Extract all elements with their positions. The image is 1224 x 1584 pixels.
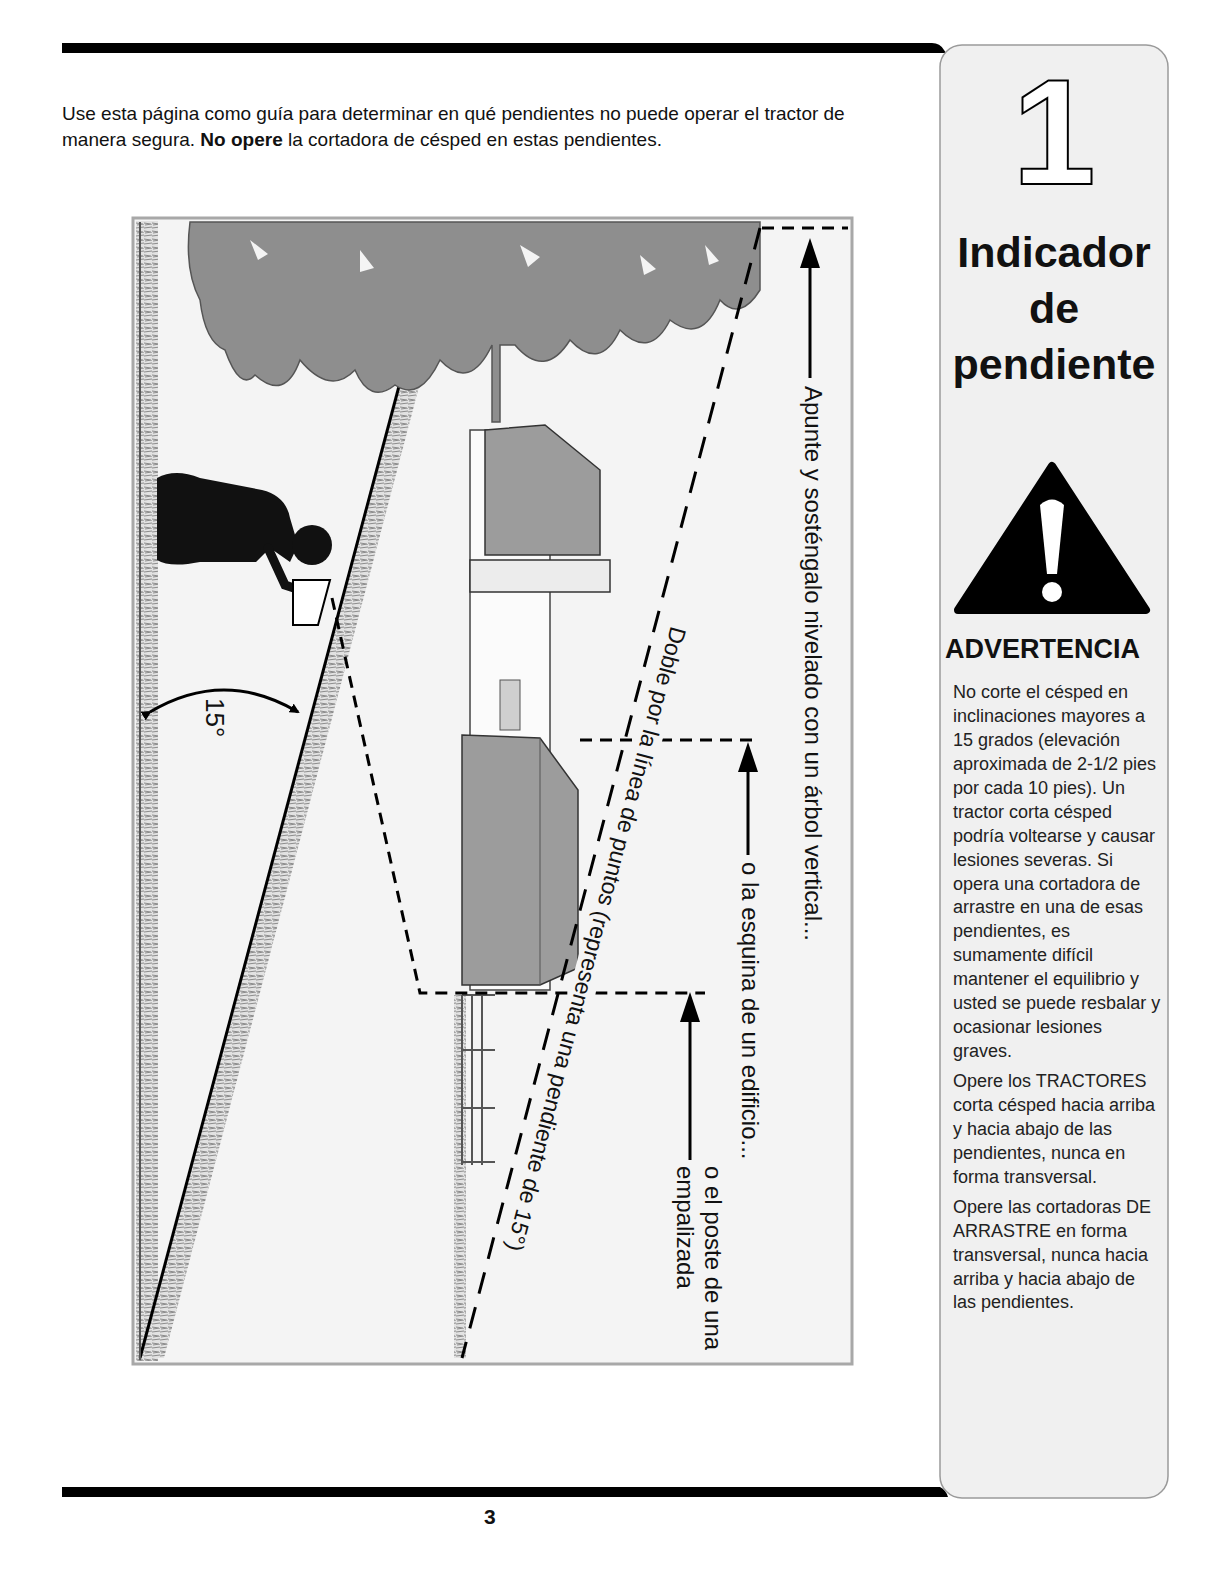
tree [188,222,760,422]
exclamation-dot [1042,582,1062,602]
warning-body: No corte el césped en inclinaciones mayo… [953,681,1161,1321]
tree-gaps [250,240,719,275]
warning-heading: ADVERTENCIA [945,635,1167,665]
section-title: Indicador de pendiente [940,225,1168,393]
angle-label: 15° [199,698,229,737]
instruction-label: o la esquina de un edificio... [736,862,764,1160]
warning-paragraph: Opere los TRACTORES corta césped hacia a… [953,1070,1161,1190]
house-door [500,680,520,730]
top-rule [62,43,946,53]
fence [462,995,495,1165]
warning-triangle [958,466,1146,610]
exclamation [1040,500,1064,575]
warning-paragraph: No corte el césped en inclinaciones mayo… [953,681,1161,1064]
house-roof [462,735,578,985]
person-head [292,525,332,565]
instruction-label: o el poste de una empalizada [672,1166,727,1356]
warning-paragraph: Opere las cortadoras DE ARRASTRE en form… [953,1196,1161,1316]
slope-line [140,345,410,1358]
roof-edge [540,738,541,985]
page-number: 3 [484,1505,496,1529]
intro-paragraph: Use esta página como guía para determina… [62,101,892,153]
sight-lines [332,228,848,1358]
pointer-arrows [690,250,810,1160]
intro-text: la cortadora de césped en estas pendient… [288,129,662,150]
person [157,473,298,565]
ground-line [139,222,141,1360]
illustration-frame [133,218,852,1364]
ground-grass [136,221,158,1361]
bottom-rule [62,1487,948,1497]
house-band [470,560,610,592]
sidebar-panel [940,45,1168,1498]
slope-grass [141,383,420,1358]
instruction-label: Apunte y sosténgalo nivelado con un árbo… [799,386,827,941]
intro-emphasis: No opere [200,129,282,150]
warning-sidebar: 1Indicador de pendienteADVERTENCIA No cor… [940,45,1168,1498]
house-roof [485,425,600,555]
section-number: 1 [940,57,1168,207]
slope-gauge [293,580,330,625]
